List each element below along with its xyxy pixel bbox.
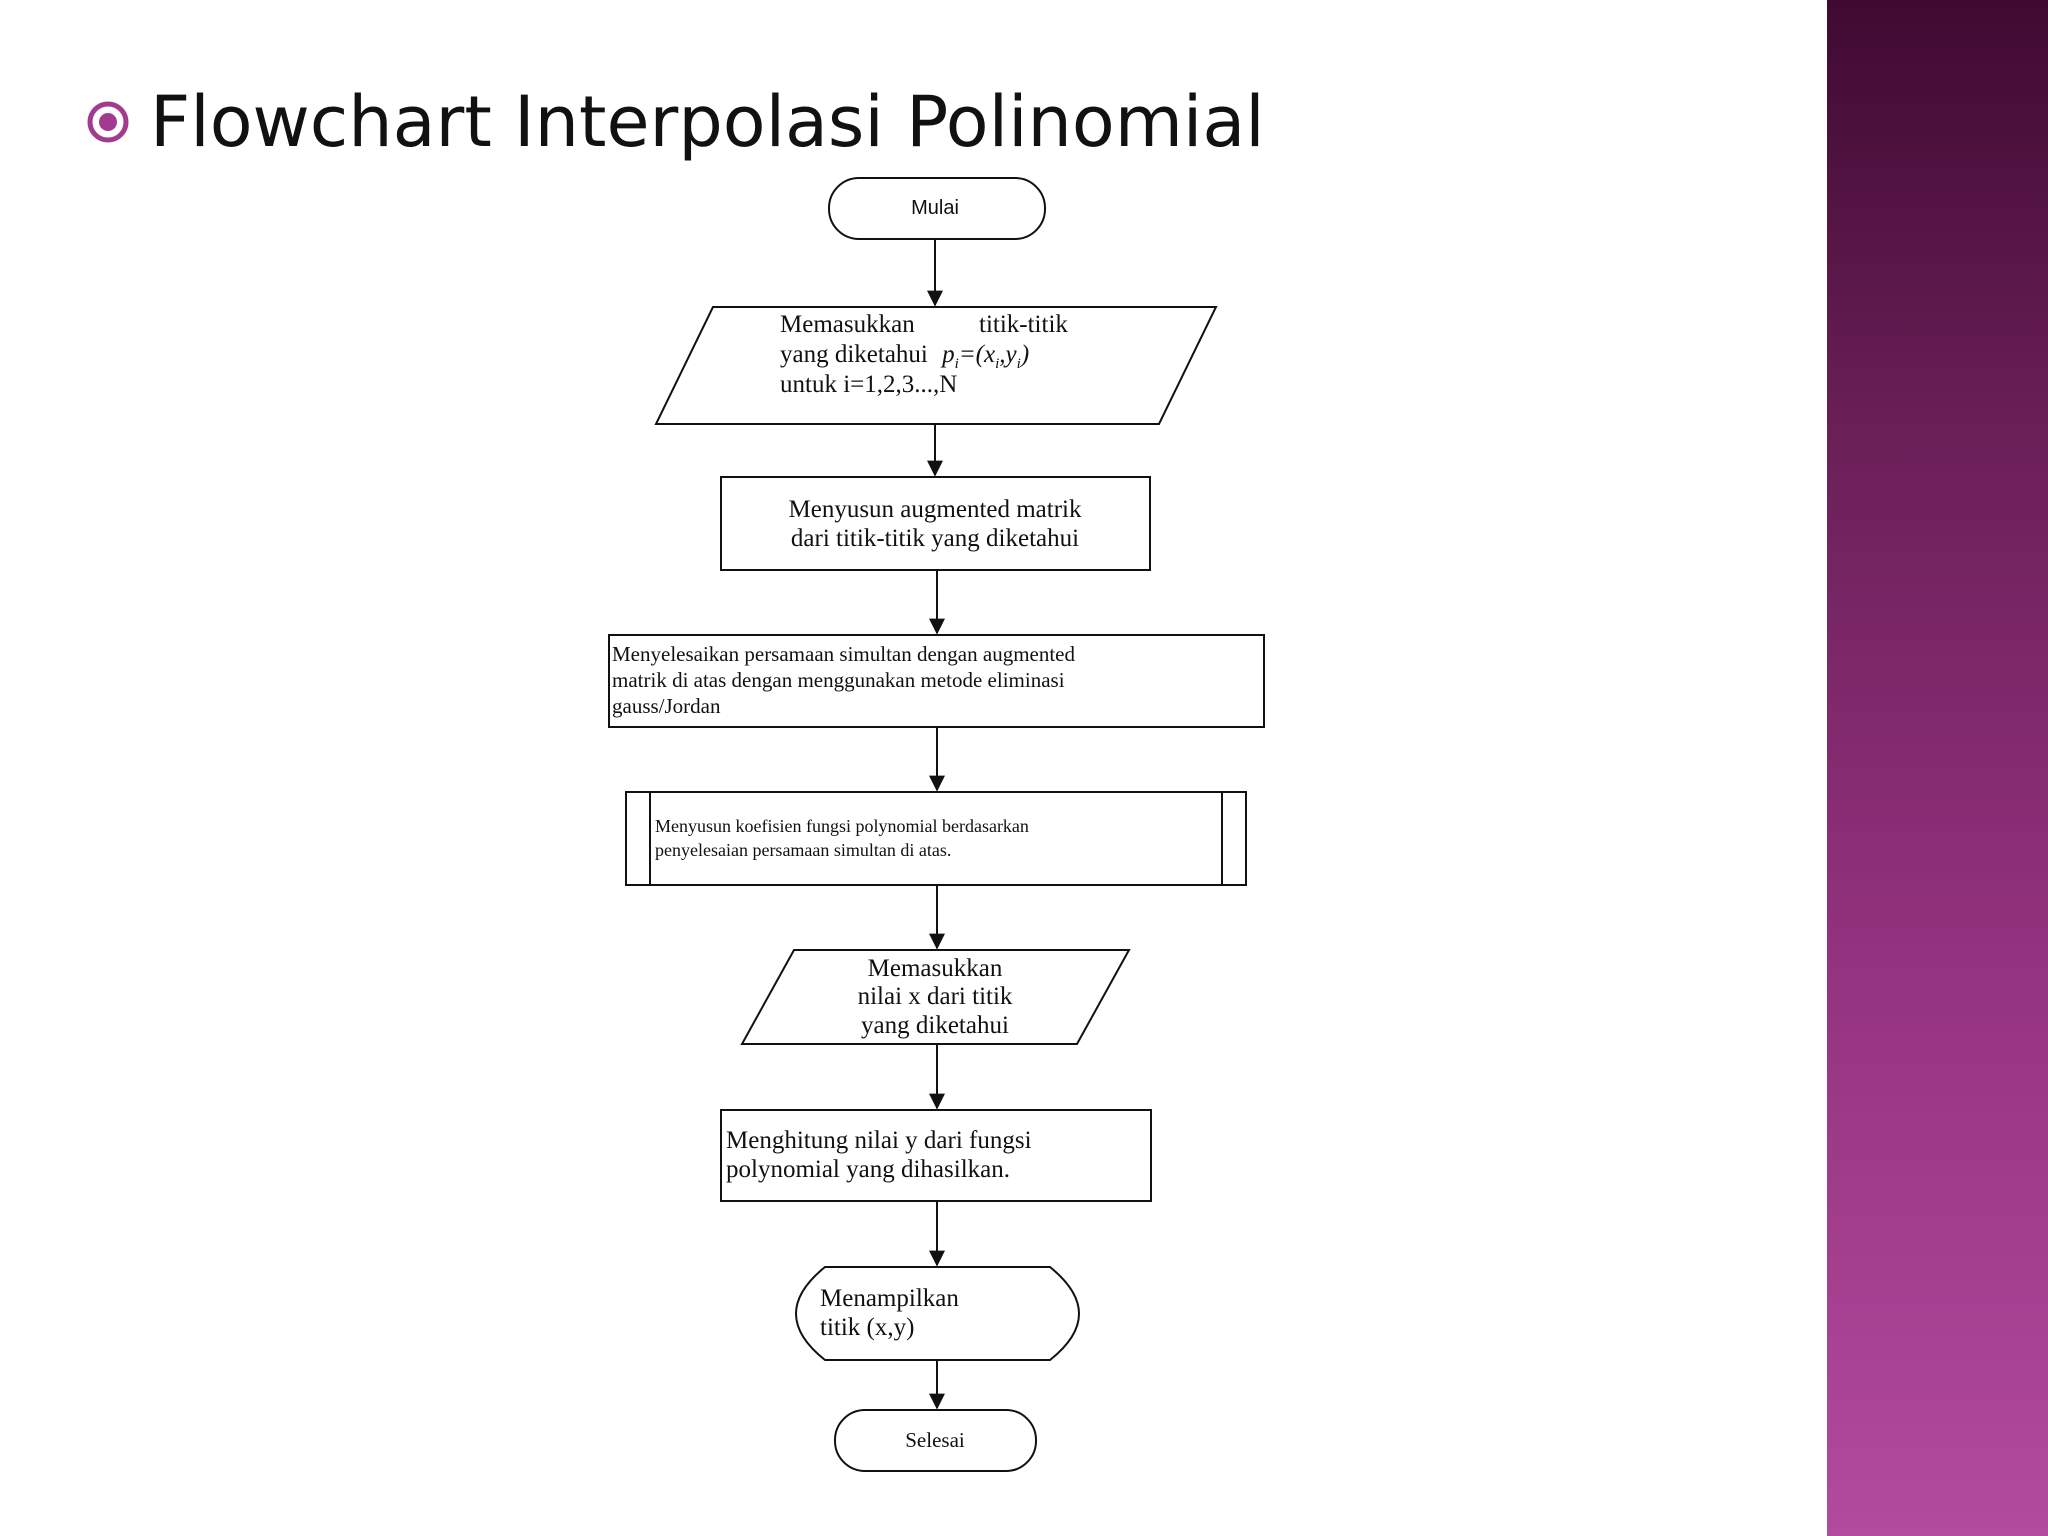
slide-title: Flowchart Interpolasi Polinomial bbox=[150, 81, 1265, 163]
coefficients-line2: penyelesaian persamaan simultan di atas. bbox=[655, 840, 951, 860]
coefficients-line1: Menyusun koefisien fungsi polynomial ber… bbox=[655, 816, 1029, 836]
solve-line1: Menyelesaikan persamaan simultan dengan … bbox=[612, 642, 1076, 666]
input-x-line1: Memasukkan bbox=[868, 955, 1003, 982]
build-matrix-process bbox=[720, 476, 1151, 571]
side-decoration-band bbox=[1827, 0, 2048, 1536]
input-x-parallelogram bbox=[740, 949, 1131, 1045]
input-points-parallelogram bbox=[654, 306, 1218, 425]
start-terminator bbox=[828, 177, 1046, 240]
input-x-line2: nilai x dari titik bbox=[858, 983, 1013, 1010]
start-label: Mulai bbox=[911, 197, 959, 219]
display-shape bbox=[795, 1266, 1080, 1361]
end-terminator bbox=[834, 1409, 1037, 1472]
display-line2: titik (x,y) bbox=[820, 1314, 914, 1341]
compute-y-line2: polynomial yang dihasilkan. bbox=[726, 1156, 1010, 1183]
solve-line2: matrik di atas dengan menggunakan metode… bbox=[612, 668, 1065, 692]
coefficients-predefined-process bbox=[625, 791, 1247, 886]
compute-y-process bbox=[720, 1109, 1152, 1202]
solve-process bbox=[608, 634, 1265, 728]
display-line1: Menampilkan bbox=[820, 1285, 959, 1312]
build-matrix-line2: dari titik-titik yang diketahui bbox=[791, 525, 1079, 552]
input-points-line1a: Memasukkan bbox=[780, 311, 915, 338]
circle-dot-icon bbox=[86, 100, 130, 144]
solve-line3: gauss/Jordan bbox=[612, 694, 721, 718]
input-points-line2: yang diketahui pi=(xi,yi) bbox=[780, 341, 1029, 372]
compute-y-line1: Menghitung nilai y dari fungsi bbox=[726, 1127, 1032, 1154]
end-label: Selesai bbox=[905, 1428, 965, 1452]
input-points-line3: untuk i=1,2,3...,N bbox=[780, 371, 957, 398]
input-x-line3: yang diketahui bbox=[861, 1012, 1009, 1039]
title-row: Flowchart Interpolasi Polinomial bbox=[86, 72, 1265, 172]
build-matrix-line1: Menyusun augmented matrik bbox=[789, 496, 1082, 523]
input-points-line1b: titik-titik bbox=[979, 311, 1068, 338]
